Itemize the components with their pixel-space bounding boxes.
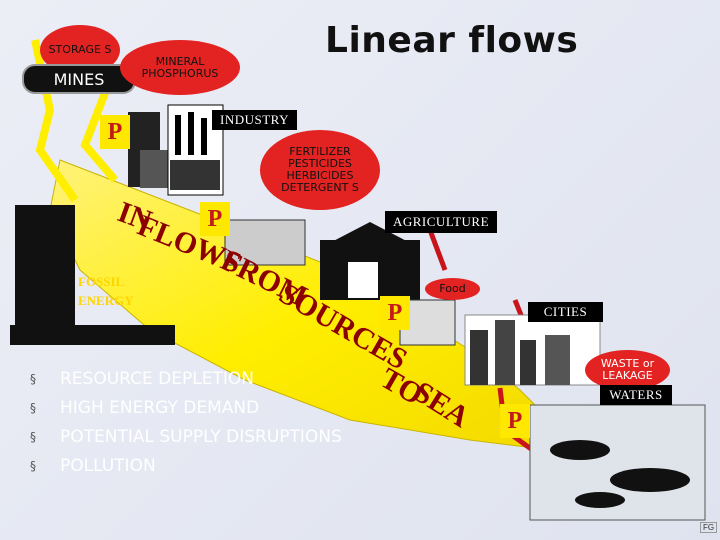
fossil-energy-line1: FOSSIL <box>78 274 125 289</box>
list-item: § HIGH ENERGY DEMAND <box>30 393 342 422</box>
agriculture-label: AGRICULTURE <box>392 214 490 229</box>
waters-box: WATERS <box>600 385 672 405</box>
list-item-label: POTENTIAL SUPPLY DISRUPTIONS <box>60 426 342 447</box>
agriculture-box: AGRICULTURE <box>385 211 497 233</box>
barn-door <box>348 262 378 298</box>
bullet-icon: § <box>30 400 36 415</box>
factory-chimney <box>188 112 194 155</box>
waste-oval: WASTE or LEAKAGE <box>585 350 670 390</box>
consequences-list: § RESOURCE DEPLETION § HIGH ENERGY DEMAN… <box>30 364 342 480</box>
mines-label: MINES <box>53 69 105 89</box>
factory-windows <box>170 160 220 190</box>
mineral-phosphorus-oval: MINERAL PHOSPHORUS <box>120 40 240 95</box>
p-badge-industry: P <box>200 202 230 236</box>
list-item-label: RESOURCE DEPLETION <box>60 368 254 389</box>
mines-pill: MINES <box>22 64 136 94</box>
industry-box: INDUSTRY <box>212 110 297 130</box>
bullet-icon: § <box>30 371 36 386</box>
list-item: § POTENTIAL SUPPLY DISRUPTIONS <box>30 422 342 451</box>
cities-label: CITIES <box>543 304 588 319</box>
mineral-phosphorus-label: MINERAL PHOSPHORUS <box>141 54 219 80</box>
water-island <box>575 492 625 508</box>
list-item: § RESOURCE DEPLETION <box>30 364 342 393</box>
bullet-icon: § <box>30 458 36 473</box>
factory-chimney <box>175 115 181 155</box>
waste-label: WASTE or LEAKAGE <box>600 357 655 382</box>
fossil-energy-line2: ENERGY <box>78 293 134 308</box>
waters-label: WATERS <box>609 387 663 402</box>
cities-box: CITIES <box>528 302 603 322</box>
fossil-energy-label: FOSSIL ENERGY <box>78 272 134 310</box>
city-tower <box>495 320 515 385</box>
oil-rig-base <box>10 325 175 345</box>
bullet-icon: § <box>30 429 36 444</box>
city-tower <box>545 335 570 385</box>
oil-rig-image <box>15 205 75 345</box>
list-item: § POLLUTION <box>30 451 342 480</box>
list-item-label: POLLUTION <box>60 455 156 476</box>
lightning-stroke <box>80 78 119 183</box>
storages-label: STORAGE S <box>48 43 112 56</box>
fertilizer-oval: FERTILIZER PESTICIDES HERBICIDES DETERGE… <box>260 130 380 210</box>
arrow-line <box>427 229 448 271</box>
truck-image <box>224 219 306 266</box>
water-island <box>550 440 610 460</box>
city-tower <box>520 340 536 385</box>
list-item-label: HIGH ENERGY DEMAND <box>60 397 260 418</box>
industry-label: INDUSTRY <box>219 112 289 127</box>
city-tower <box>470 330 488 385</box>
waters-image <box>529 404 706 521</box>
corner-tag: FG <box>700 522 718 533</box>
p-badge-waters: P <box>500 404 530 438</box>
water-island <box>610 468 690 492</box>
page-title: Linear flows <box>325 20 579 61</box>
mine-building <box>140 150 170 188</box>
food-label: Food <box>439 282 466 295</box>
factory-chimney <box>201 118 207 155</box>
barn-roof <box>320 222 420 248</box>
food-oval: Food <box>425 278 480 300</box>
p-badge-agriculture: P <box>380 296 410 330</box>
fertilizer-label: FERTILIZER PESTICIDES HERBICIDES DETERGE… <box>281 145 359 194</box>
p-badge-mines: P <box>100 115 130 149</box>
